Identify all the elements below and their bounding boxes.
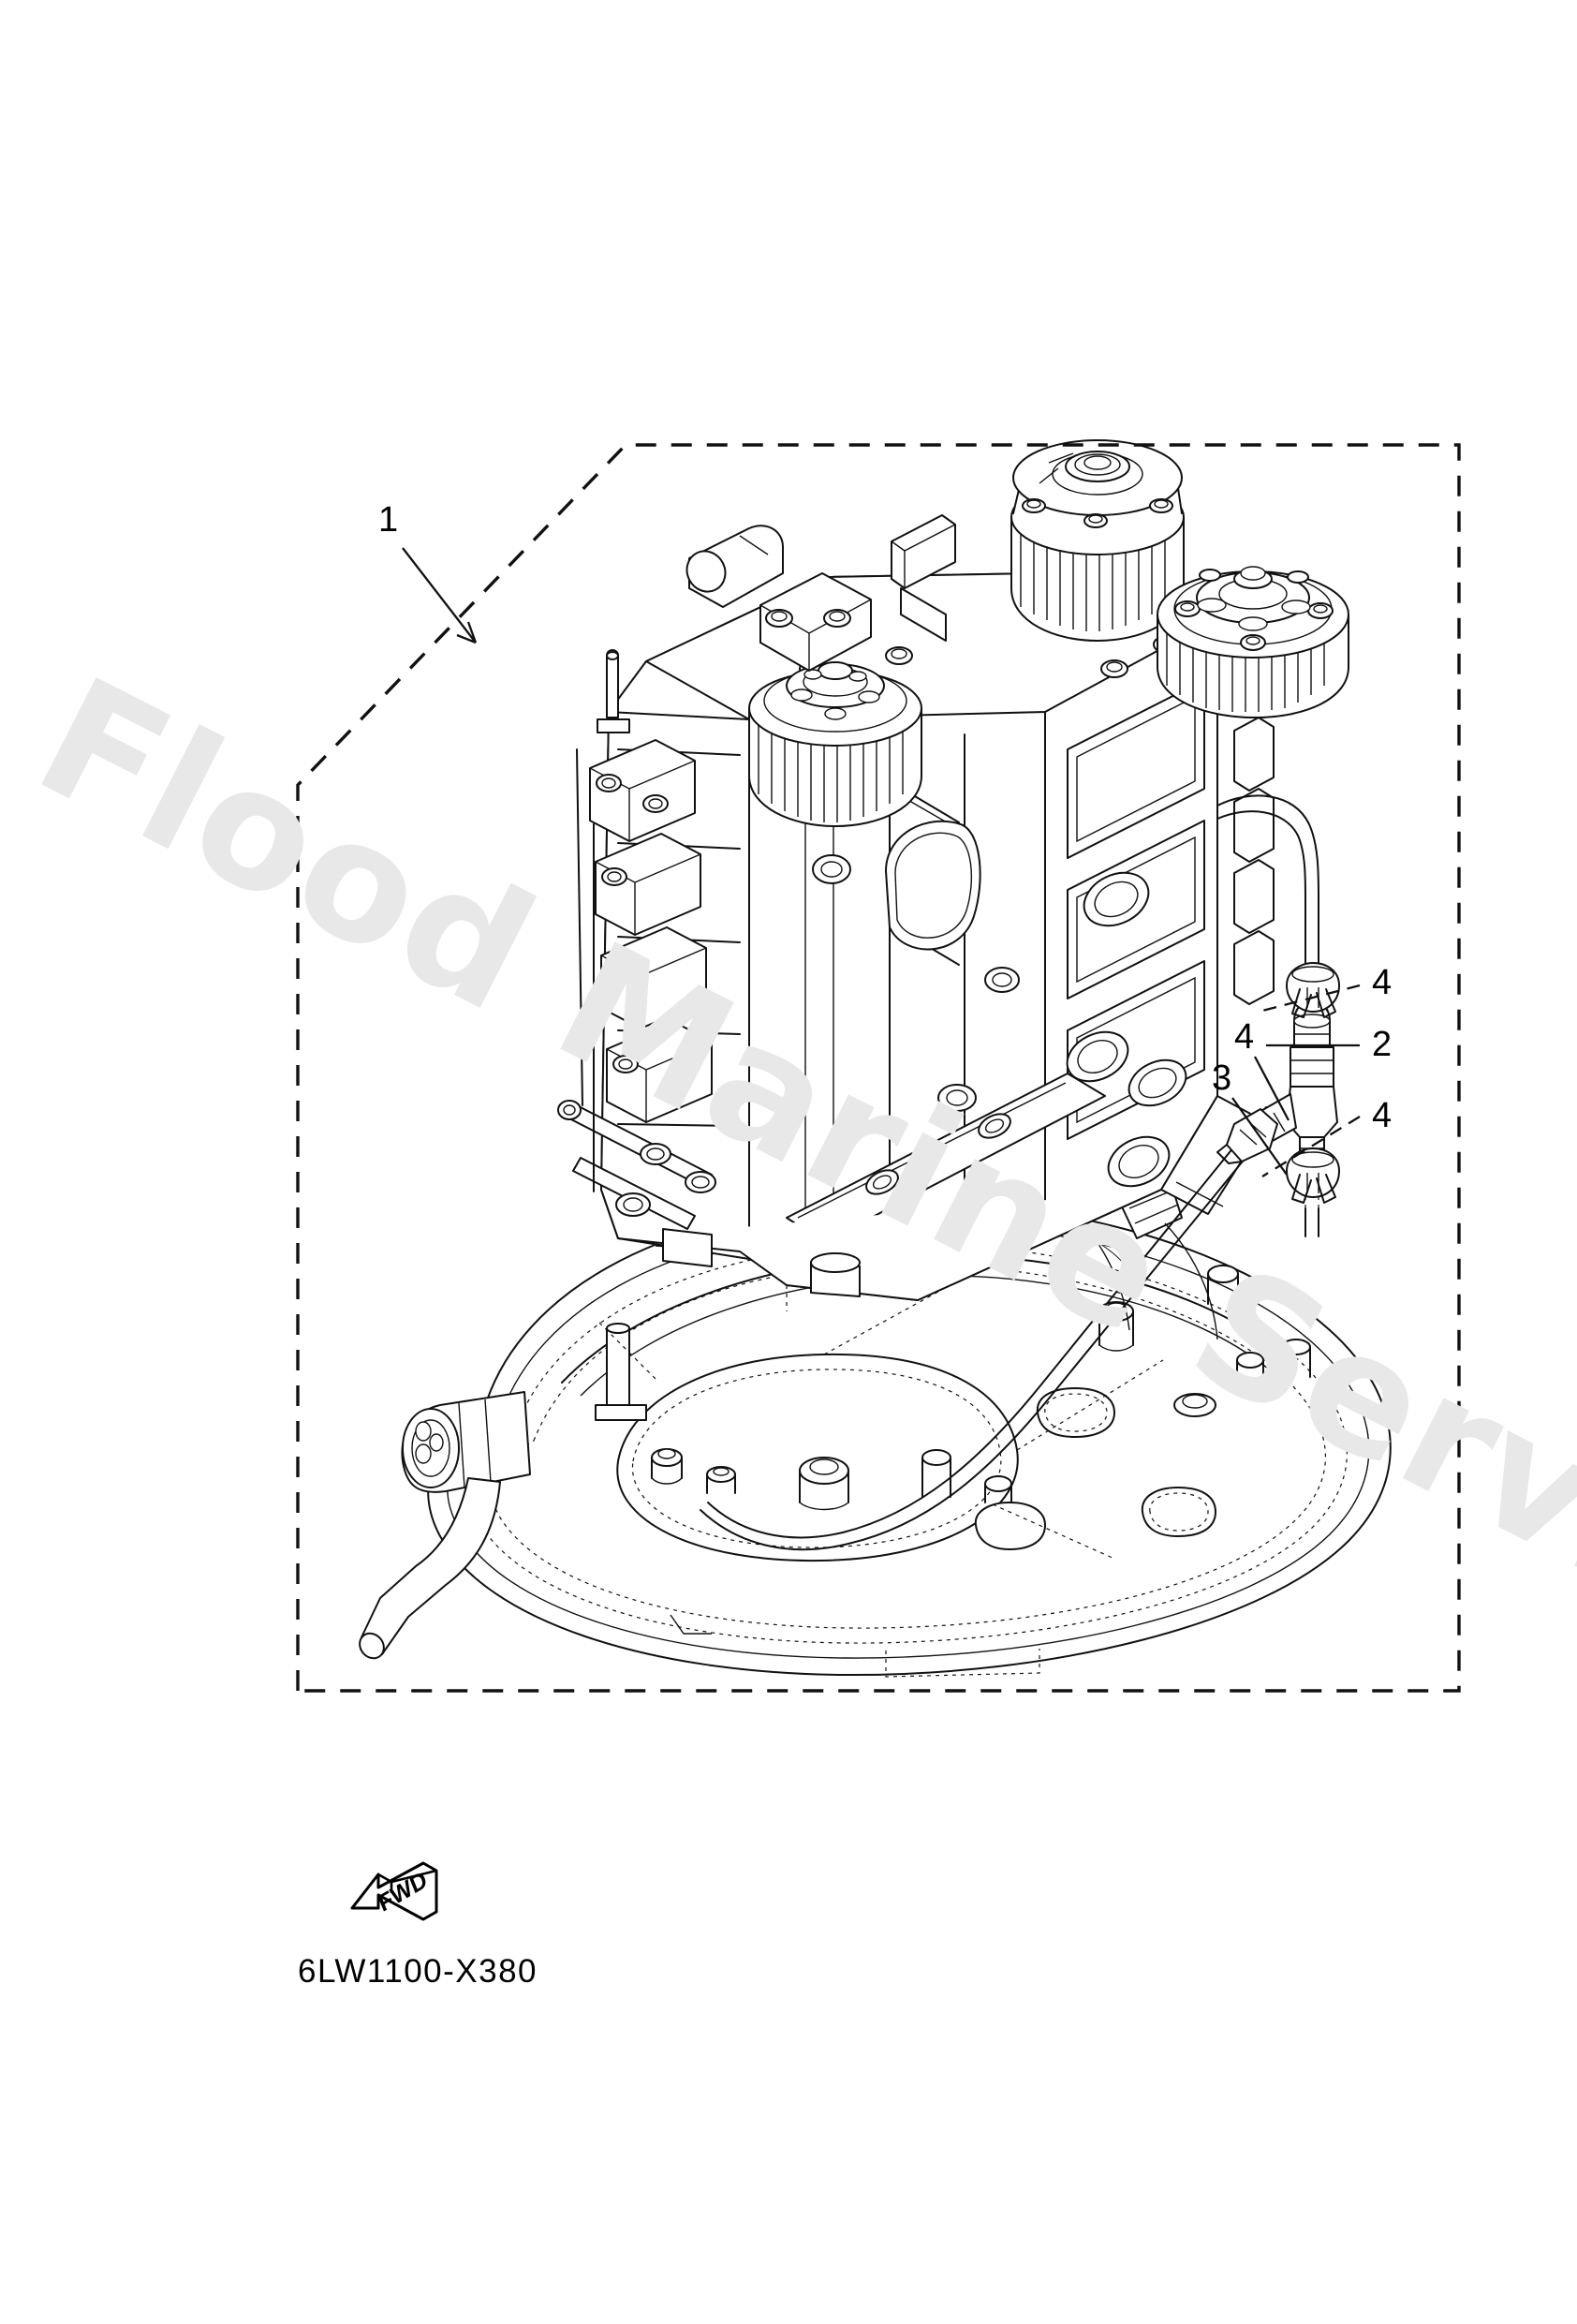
part-number-label: 6LW1100-X380 [298, 1953, 538, 1990]
engine-left-side [557, 711, 750, 1260]
camshaft-sprocket-left [748, 661, 922, 827]
fwd-direction-marker: FWD [346, 1850, 450, 1934]
apron-ports [974, 1387, 1216, 1550]
apron-bosses [651, 1265, 1311, 1511]
callout-4-bottom: 4 [1372, 1096, 1393, 1135]
camshaft-sprocket-right [1157, 566, 1349, 718]
engine-block [557, 439, 1349, 1311]
callout-4-left: 4 [1234, 1017, 1255, 1057]
valve-cover-left [759, 572, 872, 672]
hose-clamp-lower [1286, 1147, 1340, 1204]
upper-stud [597, 649, 630, 733]
leader-lines [402, 547, 1361, 1177]
engine-skirt [617, 1189, 1162, 1311]
callout-2: 2 [1372, 1025, 1393, 1064]
assembly-boundary [296, 443, 1461, 1693]
callout-1: 1 [378, 500, 399, 540]
coil-stack [1233, 717, 1275, 1005]
callout-4-top: 4 [1372, 963, 1393, 1002]
hose-clamp-branch [1216, 1108, 1278, 1164]
callout-3: 3 [1212, 1058, 1232, 1098]
hose-assembly [700, 794, 1319, 1551]
engine-center-face [786, 733, 1106, 1266]
exhaust-outlet [401, 1391, 531, 1493]
camshaft-sprocket-rear [1010, 439, 1185, 642]
hose-clamp-upper [1286, 962, 1340, 1018]
oil-filler-tube [891, 514, 956, 642]
drain-hose-lower [359, 1477, 501, 1660]
accessory-cylinder [685, 525, 784, 608]
